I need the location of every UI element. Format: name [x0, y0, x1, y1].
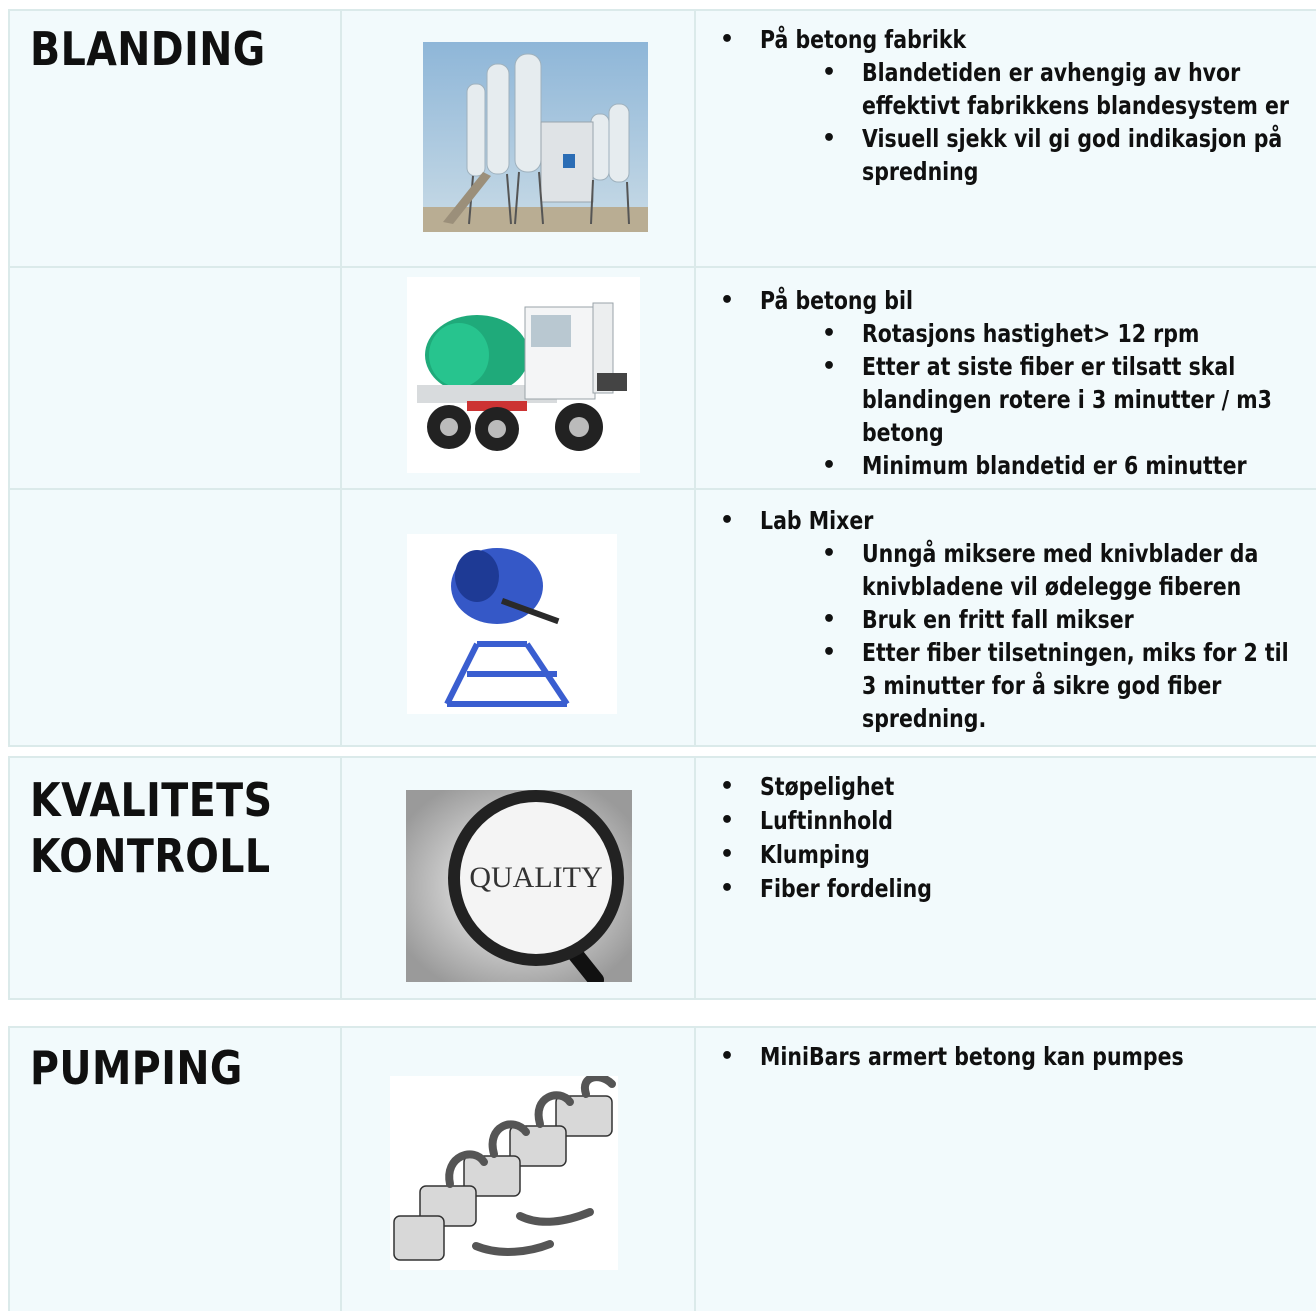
list-item: Minimum blandetid er 6 minutter — [712, 449, 1308, 482]
list-item: MiniBars armert betong kan pumpes — [712, 1040, 1308, 1073]
text-cell: MiniBars armert betong kan pumpes — [696, 1028, 1316, 1311]
section-title-pumping: PUMPING — [30, 1041, 243, 1095]
bullet-list-lab: Lab Mixer Unngå miksere med knivblader d… — [712, 504, 1308, 735]
bullet-list-factory: På betong fabrikk Blandetiden er avhengi… — [712, 23, 1308, 188]
pumping-row: PUMPING — [8, 1028, 1316, 1311]
empty-title-cell — [10, 490, 340, 745]
image-cell — [342, 268, 694, 488]
text-cell: På betong fabrikk Blandetiden er avhengi… — [696, 11, 1316, 266]
image-cell — [342, 490, 694, 745]
list-item: Rotasjons hastighet> 12 rpm — [712, 317, 1308, 350]
pumps-illustration — [390, 1076, 618, 1270]
list-item: Klumping — [712, 838, 1308, 872]
quality-magnifier-photo: QUALITY — [406, 790, 632, 982]
bullet-list-pumping: MiniBars armert betong kan pumpes — [712, 1040, 1308, 1073]
mixer-truck-photo — [407, 277, 640, 473]
svg-text:QUALITY: QUALITY — [469, 861, 602, 894]
list-item: Lab Mixer — [712, 504, 1308, 537]
bullet-list-kvalitet: Støpelighet Luftinnhold Klumping Fiber f… — [712, 770, 1308, 906]
list-item: Visuell sjekk vil gi god indikasjon på s… — [712, 122, 1308, 188]
list-item: Fiber fordeling — [712, 872, 1308, 906]
blanding-row-truck: På betong bil Rotasjons hastighet> 12 rp… — [8, 268, 1316, 488]
image-cell — [342, 1028, 694, 1311]
blanding-row-lab: Lab Mixer Unngå miksere med knivblader d… — [8, 490, 1316, 745]
list-item: På betong bil — [712, 284, 1308, 317]
image-cell: QUALITY — [342, 758, 694, 998]
section-title-kvalitet: KVALITETS KONTROLL — [30, 773, 273, 883]
list-item: Bruk en fritt fall mikser — [712, 603, 1308, 636]
list-item: Luftinnhold — [712, 804, 1308, 838]
blanding-title-cell: BLANDING — [10, 11, 340, 266]
kvalitet-table: KVALITETS KONTROLL QUALITY Støpelighet L — [8, 756, 1316, 1000]
image-cell — [342, 11, 694, 266]
text-cell: Lab Mixer Unngå miksere med knivblader d… — [696, 490, 1316, 745]
lab-mixer-photo — [407, 534, 617, 714]
list-item: Støpelighet — [712, 770, 1308, 804]
list-item: På betong fabrikk — [712, 23, 1308, 56]
list-item: Etter fiber tilsetningen, miks for 2 til… — [712, 636, 1308, 735]
kvalitet-row: KVALITETS KONTROLL QUALITY Støpelighet L — [8, 758, 1316, 998]
section-title-blanding: BLANDING — [30, 22, 266, 76]
empty-title-cell — [10, 268, 340, 488]
kvalitet-title-cell: KVALITETS KONTROLL — [10, 758, 340, 998]
pumping-title-cell: PUMPING — [10, 1028, 340, 1311]
blanding-row-factory: BLANDING — [8, 11, 1316, 266]
text-cell: Støpelighet Luftinnhold Klumping Fiber f… — [696, 758, 1316, 998]
bullet-list-truck: På betong bil Rotasjons hastighet> 12 rp… — [712, 284, 1308, 482]
list-item: Unngå miksere med knivblader da knivblad… — [712, 537, 1308, 603]
list-item: Blandetiden er avhengig av hvor effektiv… — [712, 56, 1308, 122]
blanding-table: BLANDING — [8, 9, 1316, 747]
text-cell: På betong bil Rotasjons hastighet> 12 rp… — [696, 268, 1316, 488]
concrete-plant-photo — [423, 42, 648, 232]
pumping-table: PUMPING — [8, 1026, 1316, 1311]
list-item: Etter at siste fiber er tilsatt skal bla… — [712, 350, 1308, 449]
